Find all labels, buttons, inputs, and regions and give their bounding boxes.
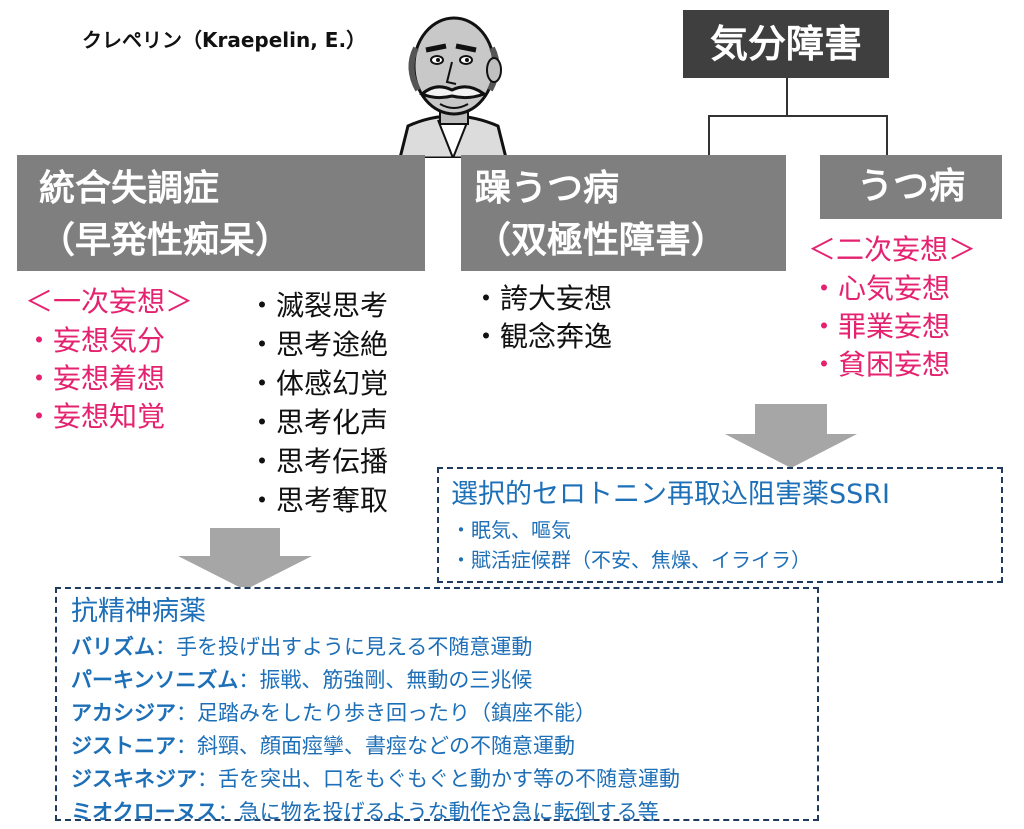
bipolar-title: 躁うつ病: [475, 168, 620, 209]
secondary-delusion-list: ・心気妄想 ・罪業妄想 ・貧困妄想: [810, 270, 950, 384]
mood-disorder-box: 気分障害: [683, 10, 889, 78]
bipolar-subtitle: （双極性障害）: [475, 220, 728, 261]
list-item: ・貧困妄想: [810, 348, 951, 381]
list-item: ・妄想知覚: [25, 400, 166, 433]
side-effect-row: パーキンソニズム：振戦、筋強剛、無動の三兆候: [71, 664, 817, 697]
list-item: ・体感幻覚: [248, 367, 389, 400]
schizophrenia-title: 統合失調症: [39, 168, 220, 209]
schizophrenia-symptom-list: ・滅裂思考 ・思考途絶 ・体感幻覚 ・思考化声 ・思考伝播 ・思考奪取: [248, 286, 388, 520]
side-effect-desc: ：手を投げ出すように見える不随意運動: [155, 635, 533, 659]
bipolar-symptom-list: ・誇大妄想 ・観念奔逸: [472, 280, 612, 356]
secondary-delusion-label: ＜二次妄想＞: [808, 233, 977, 266]
connector-left-drop: [708, 115, 710, 155]
antipsychotic-box: 抗精神病薬 バリズム：手を投げ出すように見える不随意運動 パーキンソニズム：振戦…: [55, 587, 819, 824]
list-item: ・思考伝播: [248, 445, 389, 478]
ssri-side-effect: ・眠気、嘔気: [451, 518, 571, 542]
side-effect-term: アカシジア: [71, 701, 176, 725]
connector-right-drop: [886, 115, 888, 155]
list-item: ・観念奔逸: [472, 320, 613, 353]
list-item: ・罪業妄想: [810, 310, 951, 343]
side-effect-desc: ：斜頸、顔面痙攣、書痙などの不随意運動: [176, 734, 575, 758]
arrow-down-antipsychotic-icon: [178, 528, 312, 590]
list-item: ・思考奪取: [248, 484, 389, 517]
list-item: ・思考化声: [248, 406, 389, 439]
side-effect-term: ミオクローヌス: [71, 800, 218, 824]
list-item: ・妄想着想: [25, 362, 166, 395]
arrow-down-ssri-icon: [725, 404, 857, 468]
kraepelin-portrait: [398, 16, 508, 158]
list-item: ・誇大妄想: [472, 282, 613, 315]
ssri-box: 選択的セロトニン再取込阻害薬SSRI ・眠気、嘔気 ・賦活症候群（不安、焦燥、イ…: [437, 467, 1003, 583]
side-effect-desc: ：振戦、筋強剛、無動の三兆候: [238, 668, 533, 692]
side-effect-desc: ：急に物を投げるような動作や急に転倒する等: [217, 800, 659, 824]
list-item: ・妄想気分: [25, 324, 166, 357]
antipsychotic-title: 抗精神病薬: [71, 596, 206, 627]
side-effect-term: ジストニア: [71, 734, 176, 758]
connector-vertical-top: [786, 78, 788, 116]
connector-horizontal: [708, 115, 888, 117]
side-effect-row: バリズム：手を投げ出すように見える不随意運動: [71, 631, 817, 664]
side-effect-row: ジストニア：斜頸、顔面痙攣、書痙などの不随意運動: [71, 730, 817, 763]
side-effect-row: ジスキネジア：舌を突出、口をもぐもぐと動かす等の不随意運動: [71, 763, 817, 796]
side-effect-term: パーキンソニズム: [71, 668, 239, 692]
ssri-title: 選択的セロトニン再取込阻害薬SSRI: [451, 479, 890, 510]
schizophrenia-box: 統合失調症 （早発性痴呆）: [17, 155, 425, 271]
side-effect-desc: ：舌を突出、口をもぐもぐと動かす等の不随意運動: [197, 767, 680, 791]
depression-box: うつ病: [820, 155, 1002, 219]
primary-delusion-label: ＜一次妄想＞: [25, 285, 194, 318]
list-item: ・心気妄想: [810, 272, 951, 305]
schizophrenia-subtitle: （早発性痴呆）: [39, 220, 292, 261]
ssri-side-effect: ・賦活症候群（不安、焦燥、イライラ）: [451, 548, 811, 572]
primary-delusion-list: ・妄想気分 ・妄想着想 ・妄想知覚: [25, 322, 165, 436]
side-effect-term: バリズム: [71, 635, 155, 659]
list-item: ・滅裂思考: [248, 289, 389, 322]
side-effect-desc: ：足踏みをしたり歩き回ったり（鎮座不能）: [176, 701, 596, 725]
side-effect-row: ミオクローヌス：急に物を投げるような動作や急に転倒する等: [71, 796, 817, 829]
kraepelin-caption: クレペリン（Kraepelin, E.）: [82, 28, 367, 52]
side-effect-term: ジスキネジア: [71, 767, 197, 791]
side-effect-row: アカシジア：足踏みをしたり歩き回ったり（鎮座不能）: [71, 697, 817, 730]
list-item: ・思考途絶: [248, 328, 389, 361]
bipolar-box: 躁うつ病 （双極性障害）: [461, 155, 786, 271]
